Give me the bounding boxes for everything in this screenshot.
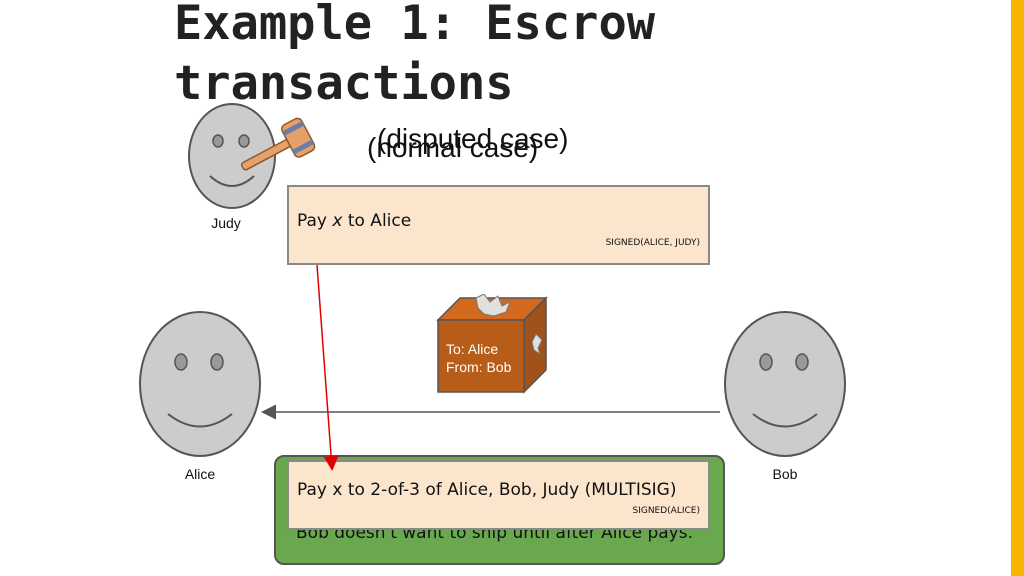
judy-smiley-face-icon [188, 103, 276, 209]
slide-title: Example 1: Escrow transactions [174, 0, 656, 111]
transaction-card-top: Pay x to Alice SIGNED(ALICE, JUDY) [287, 185, 710, 265]
subtitle-disputed-case: (disputed case) [377, 123, 569, 154]
top-tx-to-bottom-tx-arrow [316, 264, 339, 471]
transaction-text-top: Pay x to Alice [297, 211, 412, 231]
alice-smiley-face-icon [139, 311, 261, 457]
package-label: To: Alice From: Bob [446, 340, 511, 376]
package-to: To: Alice [446, 341, 499, 357]
bob-label: Bob [772, 466, 798, 482]
package-from: From: Bob [446, 359, 512, 375]
slide-accent-bar [1011, 0, 1024, 576]
bob-smiley-face-icon [724, 311, 846, 457]
transaction-card-bottom: Pay x to 2-of-3 of Alice, Bob, Judy (MUL… [287, 460, 710, 530]
package-icon [436, 294, 548, 394]
transaction-text-bottom: Pay x to 2-of-3 of Alice, Bob, Judy (MUL… [297, 480, 677, 500]
gavel-icon [240, 117, 316, 171]
judy-label: Judy [211, 215, 241, 231]
alice-label: Alice [184, 466, 216, 482]
subtitle-normal-case: (normal case) [367, 132, 539, 163]
signature-bottom: SIGNED(ALICE) [632, 506, 700, 516]
signature-top: SIGNED(ALICE, JUDY) [605, 238, 700, 248]
